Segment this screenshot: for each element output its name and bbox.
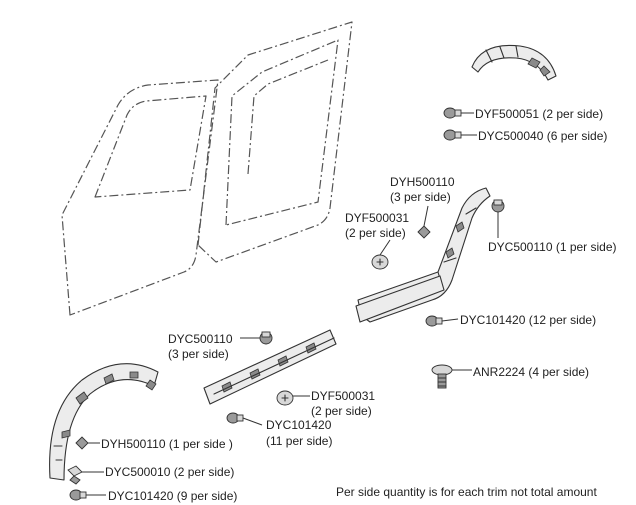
dyc101420-front-clip-icon	[226, 412, 244, 424]
dyh500110-rear-clip-icon	[417, 225, 431, 239]
dyc500110-front-clip-icon	[259, 331, 273, 345]
dyc500110-rear-label: DYC500110 (1 per side)	[488, 240, 617, 254]
dyc500040-label: DYC500040 (6 per side)	[478, 129, 608, 143]
dyf500051-clip-icon	[443, 107, 462, 119]
dyf500031-rear-qty: (2 per side)	[345, 226, 406, 240]
anr2224-rivet-icon	[431, 364, 453, 389]
dyh500110-front-label: DYH500110 (1 per side )	[101, 437, 233, 451]
footnote: Per side quantity is for each trim not t…	[336, 485, 597, 499]
dyh500110-rear-qty: (3 per side)	[390, 190, 451, 204]
dyf500031-front-label: DYF500031	[311, 389, 376, 403]
dyc101420-arch-clip-icon	[69, 489, 87, 501]
front-wheel-arch-trim	[49, 363, 159, 481]
leader-lines	[82, 112, 499, 496]
rear-door-trim-strip	[355, 275, 445, 323]
dyf500031-front-qty: (2 per side)	[311, 404, 372, 418]
dyc500040-clip-icon	[443, 129, 462, 141]
dyc101420-arch-label: DYC101420 (9 per side)	[108, 489, 238, 503]
dyc500110-rear-clip-icon	[491, 199, 505, 213]
dyf500031-front-clip-icon	[276, 390, 294, 406]
front-door-panel	[61, 79, 219, 316]
dyf500031-rear-clip-icon	[371, 254, 389, 270]
front-door-trim-strip	[203, 329, 337, 405]
dyc500110-front-label: DYC500110	[168, 332, 233, 346]
dyc101420-rear-label: DYC101420 (12 per side)	[460, 313, 597, 327]
rear-door-panel	[197, 21, 353, 263]
dyh500110-rear-label: DYH500110	[390, 175, 455, 189]
dyc101420-front-label: DYC101420	[266, 418, 332, 432]
dyc500010-clip-icon	[67, 465, 83, 485]
dyh500110-front-clip-icon	[75, 436, 89, 450]
anr2224-label: ANR2224 (4 per side)	[473, 365, 590, 379]
dyc101420-rear-clip-icon	[425, 315, 443, 327]
dyf500031-rear-label: DYF500031	[345, 211, 410, 225]
dyc500010-label: DYC500010 (2 per side)	[105, 465, 235, 479]
rear-arch-upper-trim	[471, 44, 557, 81]
dyf500051-label: DYF500051 (2 per side)	[475, 107, 604, 121]
dyc500110-front-qty: (3 per side)	[168, 347, 229, 361]
dyc101420-front-qty: (11 per side)	[266, 434, 333, 448]
